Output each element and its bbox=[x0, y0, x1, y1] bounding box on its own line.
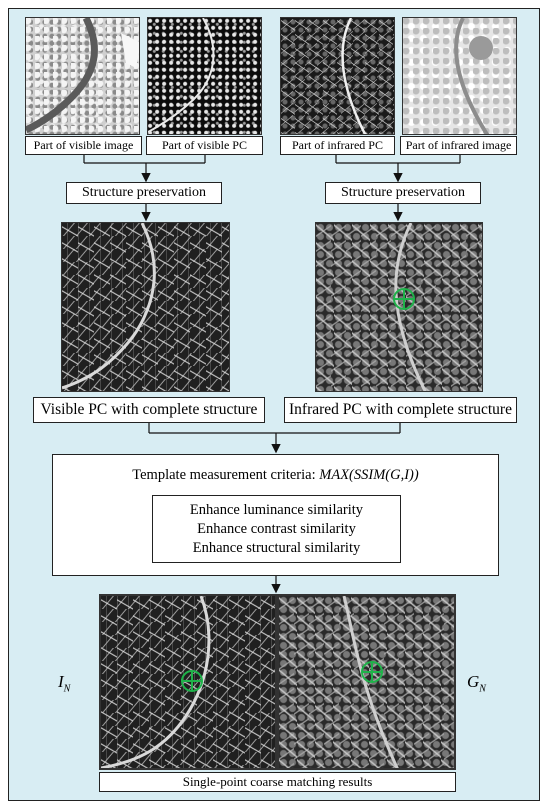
structure-preservation-right: Structure preservation bbox=[325, 182, 481, 204]
infrared-pc-complete-image bbox=[315, 222, 483, 392]
match-marker-icon bbox=[393, 288, 415, 310]
similarity-item: Enhance contrast similarity bbox=[197, 520, 356, 537]
match-marker-icon bbox=[181, 670, 203, 692]
visible-pc-complete-label: Visible PC with complete structure bbox=[33, 397, 265, 423]
similarity-list: Enhance luminance similarity Enhance con… bbox=[152, 495, 401, 563]
infrared-pc-label: Part of infrared PC bbox=[280, 136, 395, 155]
structure-preservation-left: Structure preservation bbox=[66, 182, 222, 204]
result-label: Single-point coarse matching results bbox=[99, 772, 456, 792]
template-criteria-formula: MAX(SSIM(G,I)) bbox=[319, 467, 419, 483]
visible-pc-complete-image bbox=[61, 222, 230, 392]
template-criteria-line: Template measurement criteria: MAX(SSIM(… bbox=[53, 467, 498, 484]
template-criteria-label: Template measurement criteria: bbox=[132, 467, 316, 483]
left-side-label: IN bbox=[58, 672, 71, 695]
visible-image-label: Part of visible image bbox=[25, 136, 142, 155]
similarity-item: Enhance luminance similarity bbox=[189, 501, 364, 518]
similarity-item: Enhance structural similarity bbox=[192, 539, 361, 556]
infrared-pc-complete-label: Infrared PC with complete structure bbox=[284, 397, 517, 423]
visible-image bbox=[25, 17, 140, 135]
infrared-image bbox=[402, 17, 517, 135]
visible-pc-label: Part of visible PC bbox=[146, 136, 263, 155]
right-side-label: GN bbox=[467, 672, 486, 695]
template-criteria-box: Template measurement criteria: MAX(SSIM(… bbox=[52, 454, 499, 576]
infrared-image-label: Part of infrared image bbox=[400, 136, 517, 155]
infrared-pc-image bbox=[280, 17, 395, 135]
result-infrared-image bbox=[277, 594, 456, 770]
visible-pc-image bbox=[147, 17, 262, 135]
result-visible-image bbox=[99, 594, 277, 770]
match-marker-icon bbox=[361, 661, 383, 683]
